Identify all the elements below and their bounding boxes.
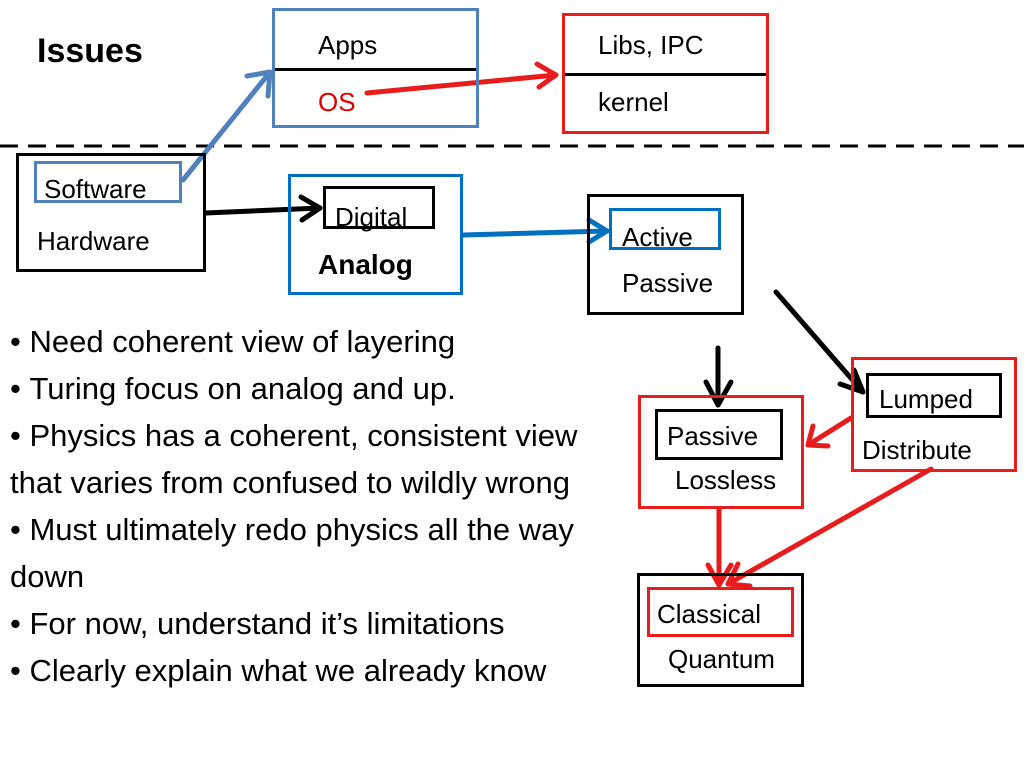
libs-kernel-box xyxy=(562,13,769,134)
software-label: Software xyxy=(44,174,147,204)
bullet-item: Clearly explain what we already know xyxy=(10,647,650,694)
software-box xyxy=(34,161,182,203)
passive-lossless-box xyxy=(638,395,804,509)
distribute-label: Distribute xyxy=(862,435,972,465)
digital-label: Digital xyxy=(335,202,408,232)
bullet-item: Physics has a coherent, consistent view … xyxy=(10,412,600,506)
lumped-label: Lumped xyxy=(879,384,973,414)
bullet-item: Turing focus on analog and up. xyxy=(10,365,650,412)
active-passive-box xyxy=(587,194,744,315)
active-box xyxy=(609,208,721,250)
apps-label: Apps xyxy=(318,30,378,60)
arrow-passive-to-lumped xyxy=(773,289,866,395)
quantum-label: Quantum xyxy=(668,644,775,674)
libs-ipc-label: Libs, IPC xyxy=(598,30,704,60)
bullet-item: Must ultimately redo physics all the way… xyxy=(10,506,620,600)
analog-label: Analog xyxy=(318,249,413,280)
active-label: Active xyxy=(622,222,693,252)
lossless-label: Lossless xyxy=(675,465,777,495)
kernel-label: kernel xyxy=(598,87,669,117)
classical-label: Classical xyxy=(657,599,762,629)
hardware-label: Hardware xyxy=(37,226,150,256)
arrow-distribute-to-classical xyxy=(725,466,934,589)
bullet-item: Need coherent view of layering xyxy=(10,318,650,365)
arrow-hardware-to-digital xyxy=(203,194,323,223)
digital-analog-box xyxy=(288,174,463,295)
arrow-digital-to-active xyxy=(460,217,610,245)
libs-kernel-divider xyxy=(565,73,766,76)
bullet-item: For now, understand it’s limitations xyxy=(10,600,650,647)
digital-box xyxy=(323,186,435,229)
lumped-box xyxy=(866,373,1002,418)
passive-inner-label: Passive xyxy=(667,421,759,451)
arrow-distribute-to-passive xyxy=(805,415,854,449)
arrow-software-to-os xyxy=(180,69,273,183)
passive-inner-box xyxy=(655,409,783,460)
issues-bullet-list: Need coherent view of layering Turing fo… xyxy=(10,318,650,694)
arrow-lossless-to-classical xyxy=(705,506,734,588)
os-label: OS xyxy=(318,87,356,117)
page-title: Issues xyxy=(37,32,143,70)
apps-os-box xyxy=(272,8,479,128)
software-hardware-box xyxy=(16,153,206,272)
passive-label: Passive xyxy=(622,268,714,298)
lumped-distribute-box xyxy=(851,357,1017,472)
arrow-os-to-kernel xyxy=(364,61,559,96)
apps-os-divider xyxy=(275,68,476,71)
